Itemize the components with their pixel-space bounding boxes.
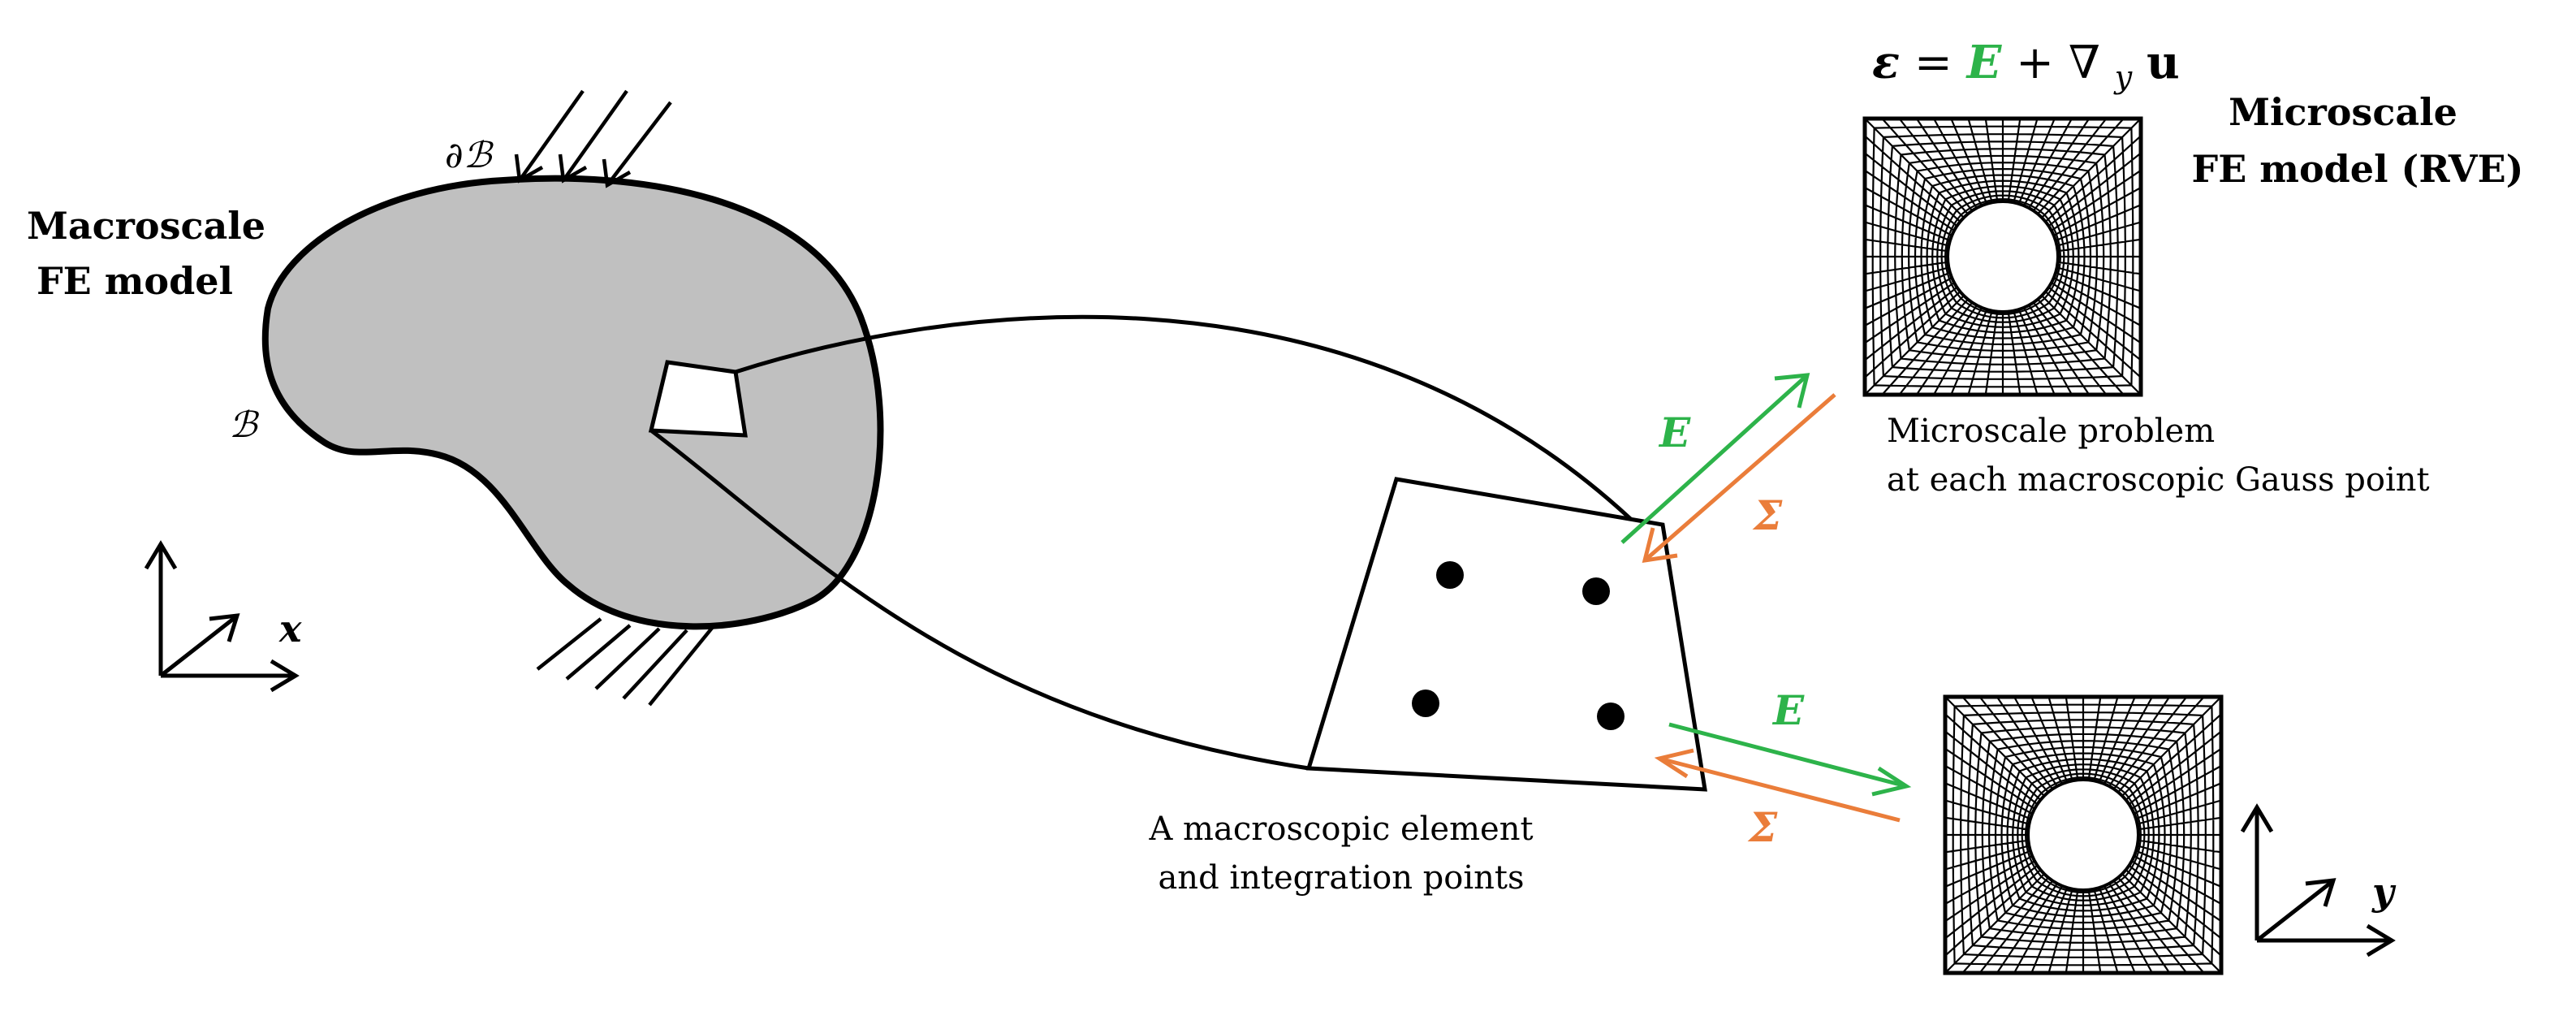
macro-element-highlight (648, 360, 748, 438)
equation-subscript-y: y (2113, 59, 2133, 95)
rve-mesh-bottom (1943, 694, 2224, 975)
stress-label-lower: Σ (1747, 803, 1778, 851)
macro-coordinate-axes (144, 540, 300, 693)
equation-plus-nabla: + ∇ (2016, 37, 2100, 89)
equation-eps: ε (1872, 36, 1900, 89)
zoom-curve-upper (735, 314, 1638, 526)
microscale-title-line2: FE model (RVE) (2192, 147, 2524, 191)
strain-arrow-upper (1620, 373, 1810, 544)
integration-points (1412, 561, 1625, 730)
integration-point (1436, 561, 1464, 589)
element-caption-line2: and integration points (1158, 859, 1524, 897)
equation-u: u (2147, 36, 2180, 89)
stress-arrow-lower (1654, 748, 1901, 823)
micro-coordinate-axes (2240, 803, 2396, 958)
strain-equation: ε = E + ∇ y u (1872, 36, 2180, 99)
rve-hole (1946, 200, 2060, 313)
applied-load-arrows (514, 89, 672, 188)
integration-point (1597, 703, 1625, 730)
micro-coord-label: y (2371, 870, 2397, 914)
rve-border (1862, 116, 2143, 397)
integration-point (1582, 577, 1610, 605)
macroscopic-element (1305, 477, 1707, 792)
macroscale-title-line1: Macroscale (27, 204, 265, 248)
microscale-problem-line2: at each macroscopic Gauss point (1887, 461, 2430, 499)
rve-mesh-lines (1944, 695, 2223, 975)
fixed-support-hatch (536, 617, 714, 707)
macro-coord-label: x (278, 607, 302, 651)
microscale-problem-line1: Microscale problem (1887, 413, 2215, 450)
stress-label-upper: Σ (1752, 491, 1783, 539)
zoom-curve-lower (649, 429, 1310, 771)
strain-arrow-lower (1668, 722, 1912, 797)
rve-hole (2026, 778, 2140, 892)
macroscale-body (261, 175, 884, 630)
rve-border (1943, 694, 2224, 975)
element-caption-line1: A macroscopic element (1148, 811, 1533, 848)
microscale-title-line1: Microscale (2229, 90, 2457, 134)
strain-label-upper: E (1658, 409, 1691, 456)
equation-E: E (1965, 36, 2003, 89)
equation-equals: = (1914, 37, 1967, 89)
stress-arrow-upper (1642, 393, 1836, 564)
boundary-label: ∂ℬ (445, 135, 494, 176)
rve-mesh-lines (1863, 117, 2142, 396)
macroscale-title-line2: FE model (37, 259, 233, 303)
rve-mesh-top (1862, 116, 2143, 397)
body-label: ℬ (229, 404, 260, 446)
strain-label-lower: E (1771, 686, 1805, 734)
integration-point (1412, 690, 1439, 717)
